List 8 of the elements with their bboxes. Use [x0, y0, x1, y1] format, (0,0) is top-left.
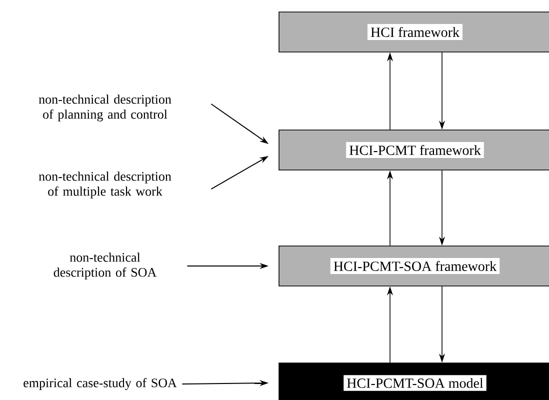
input-description: non-technical description of multiple task work: [38, 172, 172, 198]
input-description: non-technical description of SOA: [54, 252, 157, 280]
input-description: empirical case-study of SOA: [24, 378, 177, 390]
framework-box: HCI-PCMT-SOA framework: [278, 246, 549, 286]
framework-box: HCI-PCMT framework: [278, 130, 549, 170]
model-box: HCI-PCMT-SOA model: [278, 362, 549, 400]
input-description: non-technical description of planning and control: [38, 94, 172, 122]
framework-box: HCI framework: [278, 12, 549, 52]
